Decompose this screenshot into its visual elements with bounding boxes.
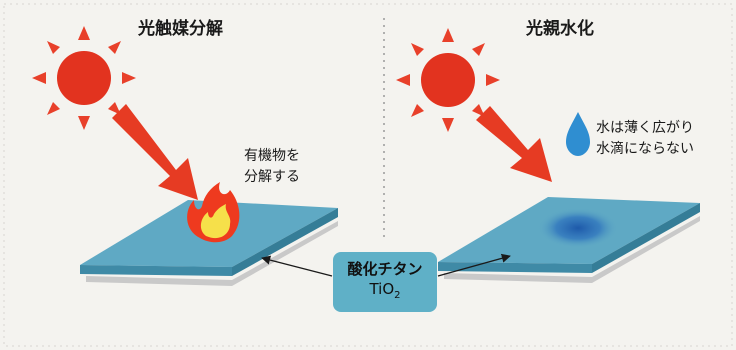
material-name: 酸化チタン [347,259,423,278]
right-panel [396,28,700,283]
light-arrow-left [112,104,198,200]
material-formula: TiO2 [369,279,400,306]
light-arrow-right [476,106,552,182]
water-film-spot [538,208,618,248]
water-drop-icon [566,112,590,156]
left-panel-note: 有機物を 分解する [244,148,300,185]
pointer-arrow-left [261,255,333,277]
flame-icon [187,182,240,243]
sun-icon-right [396,28,500,132]
left-panel-title: 光触媒分解 [138,19,223,39]
right-panel-title: 光親水化 [526,19,594,39]
pointer-arrow-right [437,253,511,277]
right-panel-note: 水は薄く広がり 水滴にならない [596,120,694,157]
outer-frame [3,3,733,347]
left-panel [32,26,338,286]
titanium-oxide-label: 酸化チタン TiO2 [333,252,437,312]
formula-subscript: 2 [394,289,401,301]
formula-base: TiO [369,279,395,298]
sun-icon-left [32,26,136,130]
